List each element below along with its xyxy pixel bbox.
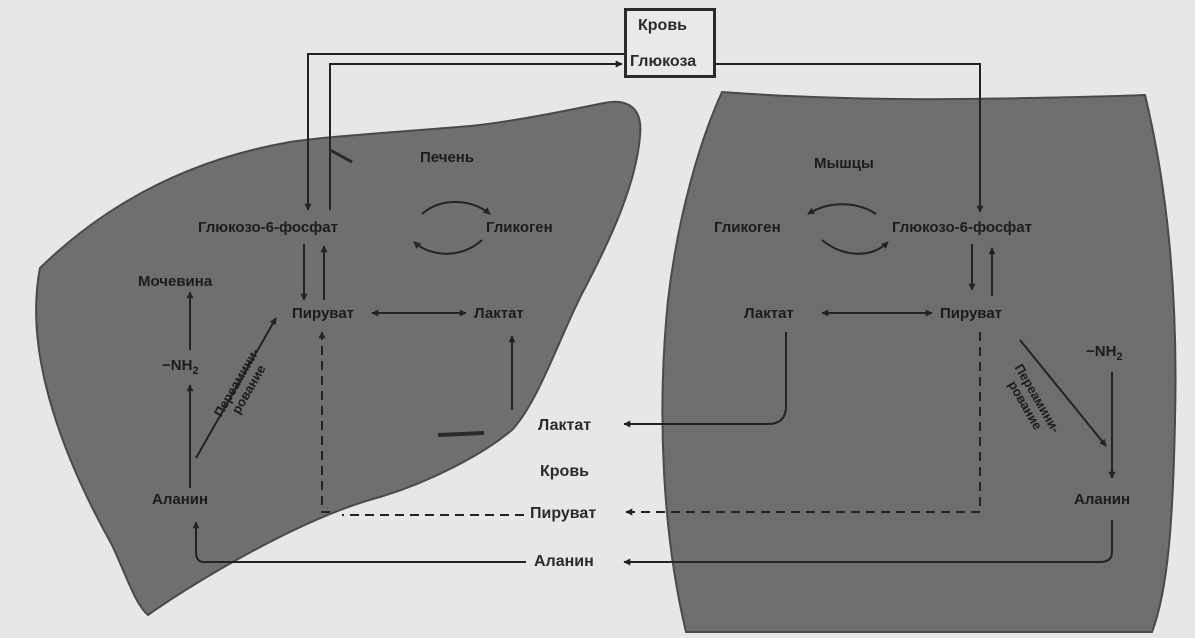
muscle-shape: [661, 90, 1177, 633]
muscle-nh2-label: −NH2: [1086, 343, 1123, 363]
blood-pyruvate-label: Пируват: [530, 505, 597, 522]
muscle-lactate-label: Лактат: [744, 305, 794, 322]
blood-box: [624, 8, 716, 78]
liver-edge-mark-top: [329, 148, 353, 164]
blood-top-title: Кровь: [638, 17, 687, 34]
muscle-alanine-label: Аланин: [1074, 491, 1131, 508]
arrow-blood-alanine-to-liver: [192, 521, 526, 563]
arrow-liver-glucose-to-blood: [329, 60, 623, 210]
liver-edge-mark: [437, 431, 485, 437]
arrow-muscle-transamination: [1019, 339, 1107, 447]
arrow-liver-blood-pyruvate-dashed: [318, 331, 330, 513]
arrow-muscle-alanine-to-blood: [623, 520, 1113, 566]
blood-alanine-label: Аланин: [534, 553, 594, 570]
arrow-liver-g6p-to-glycogen: [421, 201, 491, 215]
liver-lactate-label: Лактат: [474, 305, 524, 322]
liver-alanine-label: Аланин: [152, 491, 209, 508]
arrow-muscle-pyruvate-to-blood-dashed: [625, 332, 981, 516]
liver-pyruvate-label: Пируват: [292, 305, 355, 322]
blood-middle-title: Кровь: [540, 463, 589, 480]
liver-title: Печень: [420, 149, 475, 166]
muscle-g6p-label: Глюкозо-6-фосфат: [892, 219, 1032, 236]
blood-lactate-label: Лактат: [538, 417, 592, 434]
arrow-muscle-glycogen-to-g6p: [821, 239, 889, 255]
liver-urea-label: Мочевина: [138, 273, 213, 290]
muscle-title: Мышцы: [814, 155, 874, 172]
liver-g6p-label: Глюкозо-6-фосфат: [198, 219, 338, 236]
liver-nh2-label: −NH2: [162, 357, 199, 377]
arrow-blood-glucose-to-liver: [304, 53, 624, 211]
muscle-pyruvate-label: Пируват: [940, 305, 1003, 322]
muscle-glycogen-label: Гликоген: [714, 219, 781, 236]
arrow-muscle-g6p-to-glycogen: [807, 203, 877, 215]
blood-top-glucose: Глюкоза: [630, 53, 697, 70]
liver-glycogen-label: Гликоген: [486, 219, 553, 236]
arrow-liver-glycogen-to-g6p: [413, 239, 483, 255]
arrow-liver-transamination: [195, 317, 277, 459]
liver-shape: [35, 100, 642, 617]
arrow-muscle-lactate-to-blood: [623, 332, 787, 428]
arrow-blood-glucose-to-muscle: [716, 63, 984, 213]
